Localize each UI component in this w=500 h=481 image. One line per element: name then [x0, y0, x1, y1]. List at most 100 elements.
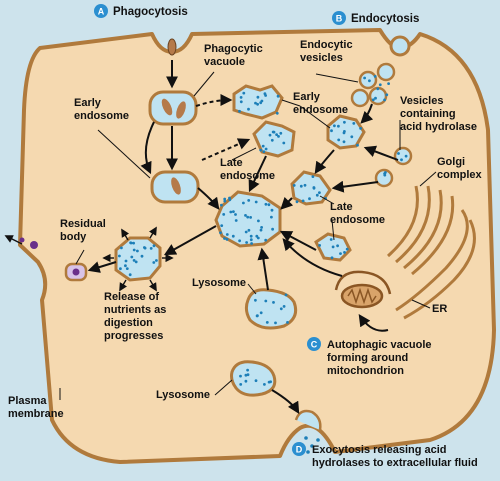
- hydrolase-dot: [378, 83, 382, 87]
- hydrolase-dot: [259, 148, 263, 152]
- hydrolase-dot: [239, 374, 242, 378]
- hydrolase-dot: [254, 101, 257, 105]
- hydrolase-dot: [132, 241, 136, 245]
- phagocytic-vacuole: [148, 90, 198, 126]
- svg-text:C: C: [311, 340, 318, 350]
- hydrolase-vesicle: [393, 146, 413, 166]
- hydrolase-dot: [333, 124, 336, 128]
- hydrolase-dot: [272, 301, 275, 304]
- hydrolase-dot: [250, 242, 254, 245]
- pathway-arrows: [87, 94, 399, 415]
- hydrolase-dot: [259, 311, 263, 315]
- hydrolase-dot: [342, 140, 346, 144]
- hydrolase-dot: [222, 213, 226, 216]
- hydrolase-dot: [244, 230, 248, 234]
- hydrolase-dot: [129, 241, 133, 245]
- exocytosis-pore: [294, 409, 322, 431]
- hydrolase-dot: [400, 158, 403, 162]
- hydrolase-dot: [264, 147, 268, 151]
- phagocytosed-particle: [167, 38, 177, 56]
- svg-text:D: D: [296, 445, 303, 455]
- label-late-endosome-left: Late endosome: [220, 157, 275, 182]
- hydrolase-dot: [397, 152, 400, 155]
- hydrolase-dot: [264, 238, 268, 242]
- badge-autophagic: C: [307, 337, 321, 351]
- hydrolase-dot: [264, 94, 267, 97]
- hydrolase-dot: [352, 122, 356, 125]
- phagosome-particle: [171, 177, 181, 195]
- hydrolase-dot: [228, 196, 231, 200]
- golgi-complex: [387, 185, 455, 276]
- hydrolase-dot: [330, 256, 334, 260]
- hydrolase-dot: [136, 249, 139, 253]
- hydrolase-dot: [155, 259, 158, 262]
- hydrolase-dot: [368, 79, 371, 83]
- hydrolase-dot: [337, 124, 340, 128]
- hydrolase-dot: [234, 219, 238, 222]
- hydrolase-dot: [119, 267, 122, 271]
- hydrolase-dot: [239, 100, 243, 104]
- hydrolase-dot: [279, 307, 283, 311]
- hydrolase-dot: [277, 135, 280, 138]
- hydrolase-dot: [315, 193, 319, 197]
- hydrolase-dot: [260, 226, 263, 229]
- svg-text:B: B: [336, 14, 343, 24]
- hydrolase-dot: [295, 200, 299, 204]
- hydrolase-dot: [256, 314, 259, 318]
- endocytic-vesicle: [368, 86, 388, 106]
- hydrolase-dot: [134, 260, 138, 264]
- hydrolase-dot: [356, 143, 359, 147]
- hydrolase-dot: [234, 213, 237, 216]
- hydrolase-dot: [276, 94, 280, 98]
- hydrolase-dot: [140, 254, 144, 258]
- lysosome-mid: [244, 288, 298, 330]
- title-exocytosis: Exocytosis releasing acid hydrolases to …: [312, 444, 478, 469]
- hydrolase-dot: [256, 95, 260, 99]
- hydrolase-dot: [383, 173, 387, 177]
- title-phagocytosis: Phagocytosis: [113, 6, 188, 18]
- hydrolase-dot: [270, 208, 274, 212]
- badge-endocytosis: B: [332, 11, 346, 25]
- hydrolase-dot: [242, 91, 246, 95]
- hydrolase-dot: [143, 246, 147, 250]
- hydrolase-dot: [299, 184, 303, 188]
- hydrolase-dot: [312, 186, 316, 190]
- hydrolase-dot: [223, 197, 227, 201]
- hydrolase-dot: [244, 214, 247, 217]
- hydrolase-dot: [275, 111, 279, 115]
- hydrolase-dot: [271, 227, 274, 231]
- hydrolase-dot: [247, 107, 250, 111]
- label-late-endosome-right: Late endosome: [330, 201, 385, 226]
- label-lysosome-bottom: Lysosome: [156, 389, 210, 401]
- residual-granule: [72, 268, 80, 276]
- hydrolase-dot: [239, 383, 243, 386]
- hydrolase-dot: [374, 96, 377, 100]
- endocytic-vesicle: [350, 88, 370, 108]
- hydrolase-dot: [132, 259, 136, 262]
- label-early-endosome-left: Early endosome: [74, 97, 129, 122]
- hydrolase-dot: [244, 373, 248, 377]
- hydrolase-dot: [128, 273, 132, 277]
- svg-text:A: A: [98, 7, 105, 17]
- hydrolase-dot: [120, 246, 123, 250]
- hydrolase-dot: [330, 129, 333, 133]
- hydrolase-dot: [255, 234, 259, 238]
- label-phagocytic-vacuole: Phagocytic vacuole: [204, 43, 266, 68]
- hydrolase-dot: [272, 130, 276, 134]
- hydrolase-dot: [231, 234, 235, 238]
- hydrolase-dot: [263, 383, 266, 386]
- hydrolase-dot: [259, 101, 263, 105]
- hydrolase-dot: [242, 201, 245, 205]
- hydrolase-dot: [125, 267, 129, 270]
- hydrolase-dot: [229, 210, 233, 214]
- hydrolase-dot: [265, 321, 269, 324]
- badge-phagocytosis: A: [94, 4, 108, 18]
- hydrolase-dot: [247, 228, 251, 232]
- hydrolase-dot: [274, 321, 277, 325]
- hydrolase-dot: [343, 130, 346, 133]
- hydrolase-dot: [256, 102, 259, 106]
- hydrolase-vesicle: [374, 168, 394, 188]
- digesting-vacuole: [114, 236, 162, 282]
- hydrolase-dot: [249, 216, 253, 219]
